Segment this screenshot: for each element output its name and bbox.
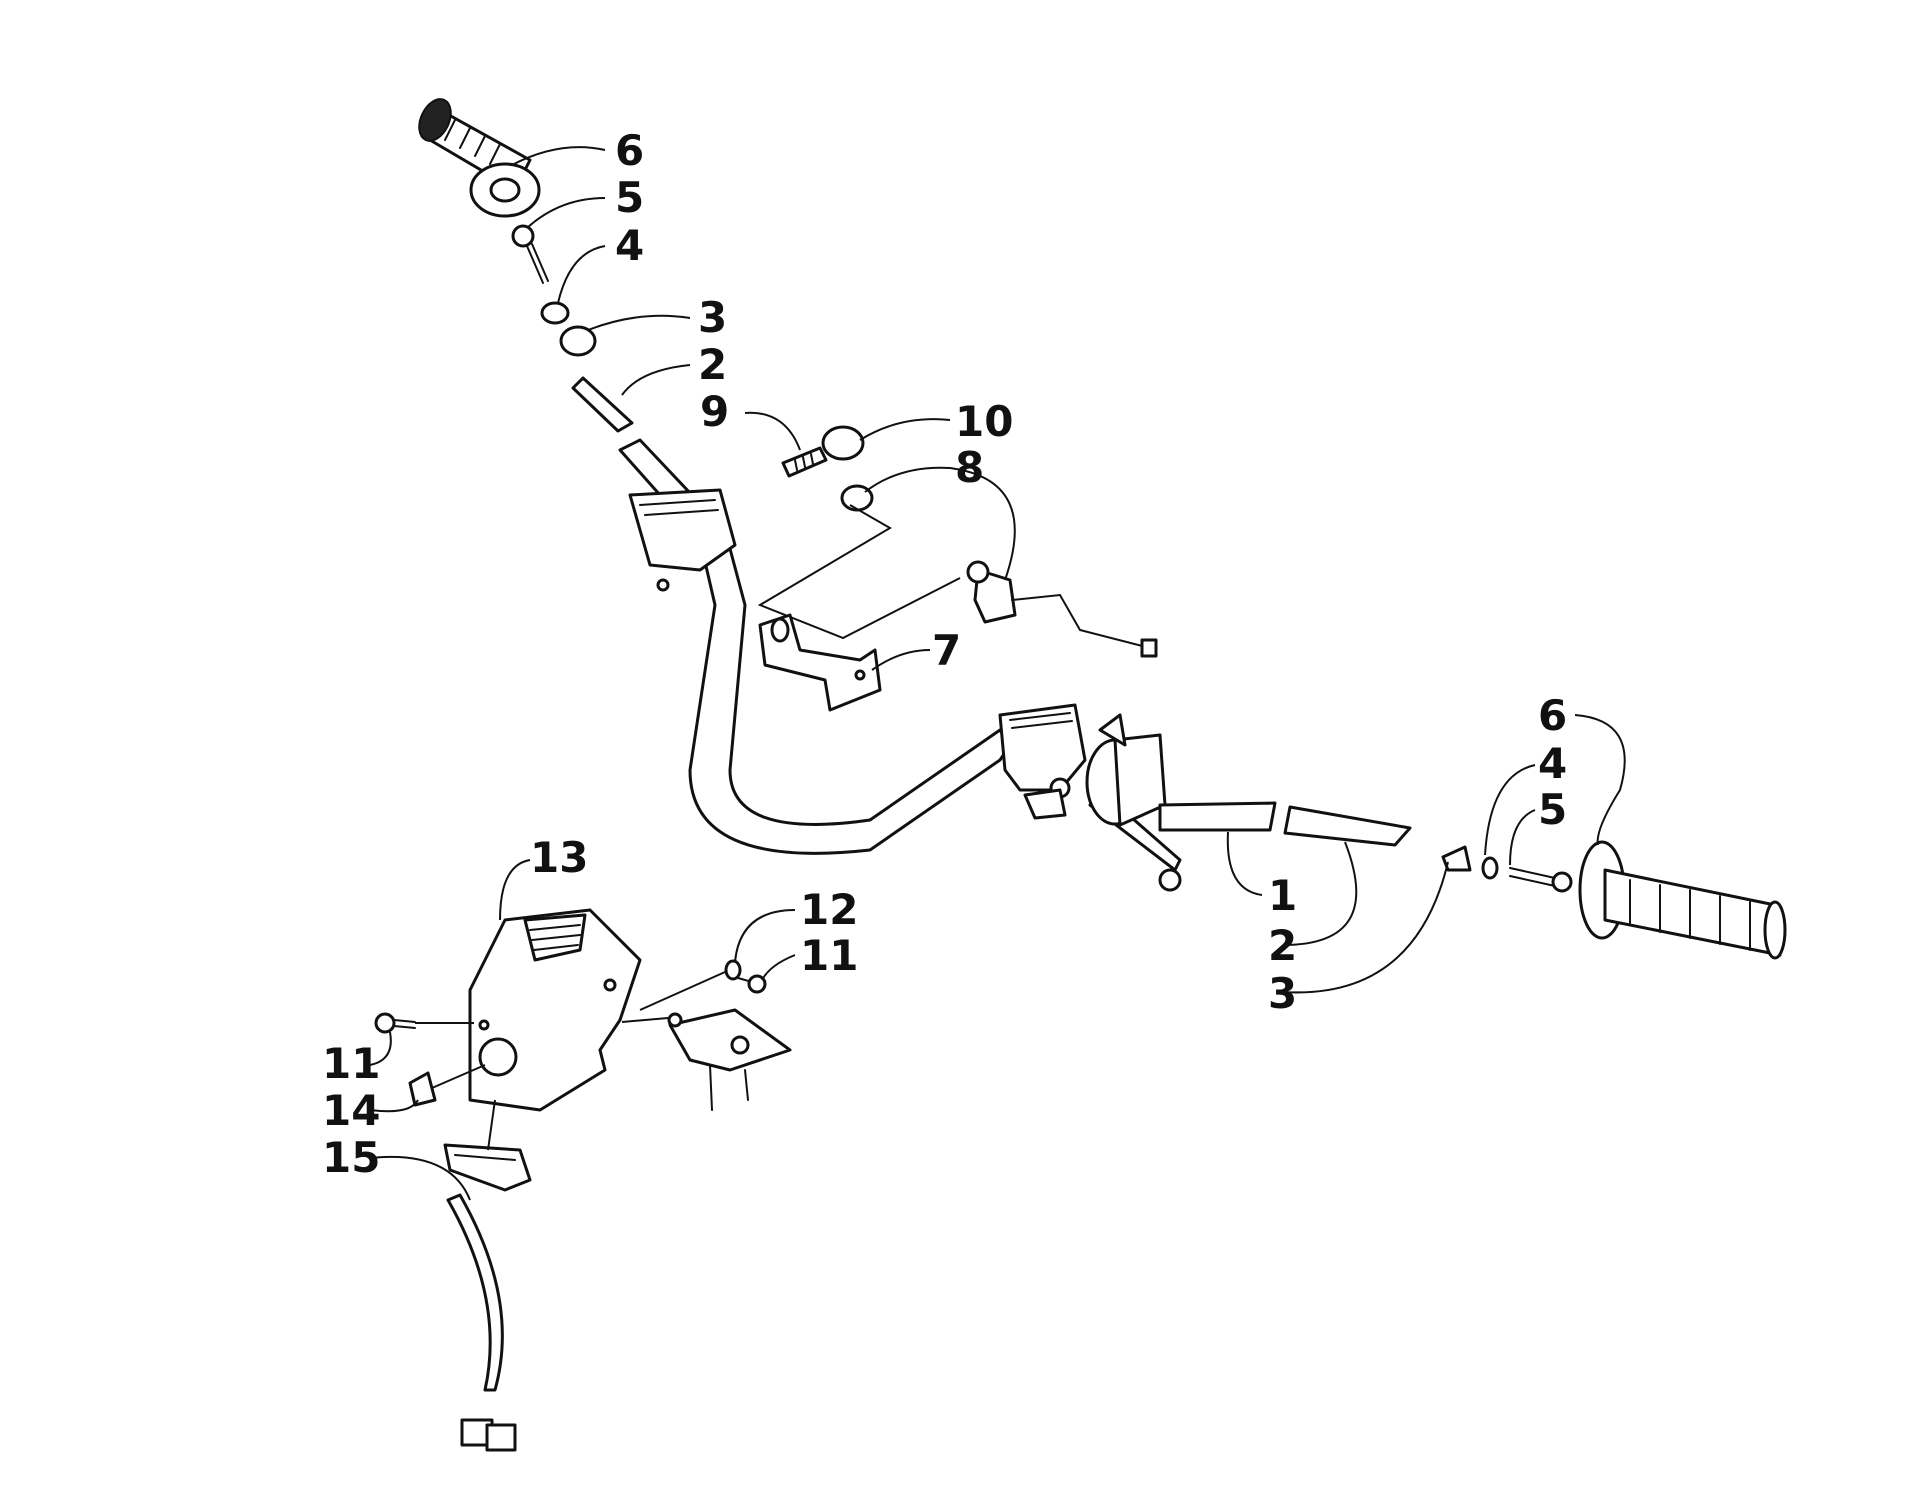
- pod-mounting-bracket: [667, 1008, 792, 1111]
- right-bar-end-tube: [1158, 801, 1277, 832]
- callout-7-bracket: 7: [932, 626, 961, 675]
- brake-lever-tip: [1158, 868, 1182, 892]
- callout-4-right-washer: 4: [1538, 739, 1567, 788]
- left-bar-end-cap: [559, 325, 597, 357]
- left-grip: [418, 98, 541, 218]
- callout-13-pod: 13: [530, 833, 588, 882]
- left-switch-housing: [628, 488, 737, 592]
- leader-9: [744, 411, 801, 451]
- ignition-key: [781, 446, 828, 478]
- brake-master-cylinder: [998, 703, 1087, 820]
- callout-2-left-weight: 2: [698, 340, 727, 389]
- right-grip: [1578, 840, 1787, 960]
- leader-14-guide: [431, 1064, 486, 1089]
- leader-11a: [761, 954, 796, 981]
- leader-2a: [621, 364, 691, 396]
- callout-11-right-screw: 11: [800, 931, 858, 980]
- left-washer: [540, 301, 570, 325]
- display-module: [443, 1143, 532, 1452]
- ignition-guide-line: [757, 504, 961, 640]
- left-bar-end-bolt: [511, 224, 549, 284]
- leader-2b: [1282, 841, 1358, 946]
- leader-14: [369, 1099, 419, 1113]
- callout-3-left-cap: 3: [698, 293, 727, 342]
- leader-7: [871, 649, 931, 671]
- pod-washer: [724, 959, 742, 981]
- callout-12-washer: 12: [800, 885, 858, 934]
- callout-10-nut: 10: [955, 397, 1013, 446]
- callout-5-right-bolt: 5: [1538, 785, 1567, 834]
- right-bar-end-weight: [1283, 805, 1412, 847]
- ignition-nut: [821, 425, 865, 461]
- callout-1-tube: 1: [1268, 871, 1297, 920]
- leader-5a: [526, 197, 606, 229]
- leader-4b: [1484, 764, 1536, 856]
- callout-6-left-grip: 6: [615, 126, 644, 175]
- leader-pod-bracket: [621, 1017, 669, 1023]
- callout-8-switch: 8: [955, 443, 984, 492]
- left-bar-end-weight: [571, 376, 634, 433]
- ignition-switch: [966, 560, 1158, 658]
- pod-screw-right: [737, 974, 767, 994]
- callout-15-display: 15: [322, 1133, 380, 1182]
- leader-6a: [511, 146, 606, 166]
- leader-6b: [1574, 714, 1626, 846]
- leader-5b: [1509, 809, 1536, 866]
- leader-13: [499, 859, 531, 921]
- instrument-pod-cover: [468, 908, 642, 1112]
- callout-6-right-grip: 6: [1538, 691, 1567, 740]
- throttle-housing: [1085, 713, 1167, 827]
- leader-8: [864, 466, 1016, 581]
- ignition-bracket: [758, 613, 882, 712]
- leader-12b: [639, 971, 726, 1011]
- leader-11b: [369, 1031, 392, 1066]
- callout-9-key: 9: [700, 387, 729, 436]
- leader-10: [859, 418, 951, 441]
- leader-3a: [587, 314, 691, 331]
- pod-plug: [408, 1071, 437, 1107]
- pod-screw-left: [374, 1012, 416, 1034]
- leader-4a: [557, 245, 606, 304]
- callout-3-right-cap: 3: [1268, 969, 1297, 1018]
- callout-11-left-screw: 11: [322, 1039, 380, 1088]
- callout-5-left-bolt: 5: [615, 173, 644, 222]
- callout-4-left-washer: 4: [615, 221, 644, 270]
- callout-2-right-weight: 2: [1268, 921, 1297, 970]
- leader-12: [734, 909, 796, 963]
- right-bar-end-bolt: [1509, 867, 1573, 893]
- right-washer: [1481, 856, 1499, 880]
- callout-14-plug: 14: [322, 1086, 380, 1135]
- leader-15: [369, 1155, 471, 1201]
- leader-1: [1226, 831, 1263, 896]
- leader-3b: [1282, 861, 1449, 994]
- leader-15-guide: [487, 1099, 496, 1151]
